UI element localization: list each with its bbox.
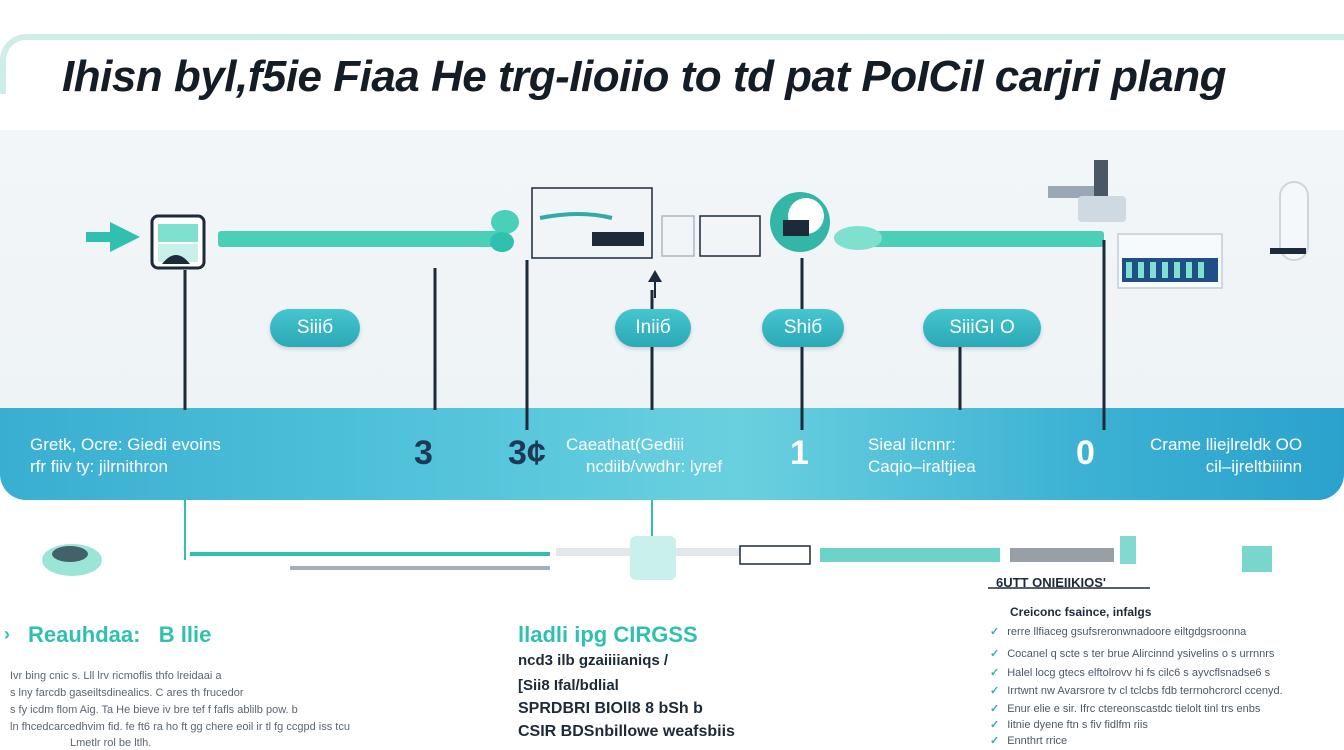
right-list-item-4: ✓ Irrtwnt nw Avarsrore tv cl tclcbs fdb t… [990,684,1283,697]
check-icon: ✓ [990,685,1000,697]
left-line-1: Ivr bing cnic s. Lll lrv ricmoflis thfo … [10,670,222,682]
right-list-item-1: ✓ rerre llfiaceg gsufsreronwnadoore eiltg… [990,625,1246,638]
header-frame [0,34,1344,94]
lower-decoration-strip [42,536,1272,589]
band-col1: Gretk, Ocre: Giedi evoins rfr fiiv ty: j… [30,434,221,478]
left-line-3: s fy icdm flom Aig. Ta He bieve iv bre t… [10,704,298,716]
middle-line-3: SPRDBRI BIOll8 8 bSh b [518,700,703,717]
entry-arrow-icon [86,222,140,252]
check-icon: ✓ [990,626,1000,638]
check-icon: ✓ [990,667,1000,679]
band-col1-line1: Gretk, Ocre: Giedi evoins [30,435,221,454]
band-number-4: 0 [1076,434,1095,472]
band-col2: Caeathat(Gediii ncdiib/vwdhr: lyref [566,434,722,478]
right-list-item-7: ✓ Ennthrt rrice [990,734,1067,747]
flow-line-right [872,231,1104,247]
stage-pill-1[interactable]: Siiiб [270,309,360,347]
check-icon: ✓ [990,648,1000,660]
band-col3-line1: Sieal ilcnnr: [868,435,956,454]
right-list-item-2-text: Cocanel q scte s ter brue Alircinnd ysiv… [1007,648,1275,660]
process-window-icon [490,187,761,259]
left-arrow-icon: › [4,624,10,644]
stage-pill-4[interactable]: SiiiGI O [923,309,1041,347]
right-list-item-2: ✓ Cocanel q scte s ter brue Alircinnd ysi… [990,647,1274,660]
right-list-item-4-text: Irrtwnt nw Avarsrore tv cl tclcbs fdb te… [1007,685,1283,697]
middle-section-heading: lladli ipg CIRGSS [518,622,698,647]
right-list-item-6-text: Iitnie dyene ftn s fiv fidlfm riis [1007,719,1148,731]
band-col2-line2: ncdiib/vwdhr: lyref [586,457,723,476]
server-rack-icon [1117,233,1306,289]
flow-line-left [218,231,508,247]
band-col2-line1: Caeathat(Gediii [566,435,685,454]
middle-line-4: CSIR BDSnbillowe weafsbiis [518,723,735,740]
right-section-heading: 6UTT ONIEIIKIOS' [996,575,1106,590]
band-col3-line2: Caqio–iraltjiea [868,457,976,476]
band-number-1: 3 [414,434,433,472]
check-icon: ✓ [990,703,1000,715]
leaf-node-icon [770,192,882,252]
right-list-item-3-text: Halel locg gtecs elftolrovv hi fs cilc6 … [1007,667,1271,679]
page-title: Ihisn byl,f5ie Fiaa He trg-Iioiio to td … [62,52,1226,101]
right-list-item-7-text: Ennthrt rrice [1007,735,1068,747]
machine-icon [1048,160,1309,261]
stage-pill-3[interactable]: Shiб [762,309,844,347]
right-list-item-6: ✓ Iitnie dyene ftn s fiv fidlfm riis [990,718,1148,731]
middle-line-1: ncd3 ilb gzaiiiianiqs / [518,652,669,669]
left-line-4: ln fhcedcarcedhvim fid. fe ft6 ra ho ft … [10,721,350,733]
left-line-2: s lny farcdb gaseiltsdinealics. C ares t… [10,687,244,699]
band-col4-line1: Crame lliejlreldk OO [1150,435,1303,454]
right-section-subheading: Creiconc fsaince, infalgs [1010,605,1152,619]
check-icon: ✓ [990,719,1000,731]
right-list-item-5-text: Enur elie e sir. Ifrc ctereonscastdc tie… [1007,703,1261,715]
right-list-item-5: ✓ Enur elie e sir. Ifrc ctereonscastdc ti… [990,702,1260,715]
up-arrow-icon [648,270,662,298]
start-device-icon [150,214,206,270]
right-list-item-1-text: rerre llfiaceg gsufsreronwnadoore eiltgd… [1007,626,1247,638]
right-list-item-3: ✓ Halel locg gtecs elftolrovv hi fs cilc6… [990,666,1270,679]
band-col4-line2: cil–ijreltbiiinn [1205,457,1303,476]
left-section-heading: Reauhdaa: B llie [28,622,212,647]
band-number-3: 1 [790,434,809,472]
middle-line-2: [Sii8 Ifal/bdlial [518,677,619,694]
check-icon: ✓ [990,735,1000,747]
stage-pill-2[interactable]: Iniiб [615,309,691,347]
band-col3: Sieal ilcnnr: Caqio–iraltjiea [868,434,976,478]
left-line-5: Lmetlr rol be ltlh. [70,737,152,749]
band-col4: Crame lliejlreldk OO cil–ijreltbiiinn [1150,434,1302,478]
band-col1-line2: rfr fiiv ty: jilrnithron [30,457,168,476]
band-number-2: 3¢ [508,434,546,472]
stage-band [0,408,1344,500]
